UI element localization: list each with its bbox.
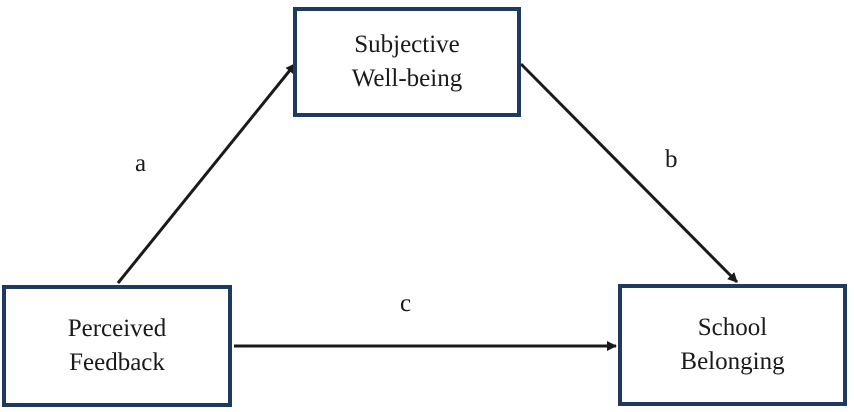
node-subjective-well-being: Subjective Well-being [293,7,521,117]
path-label-a: a [135,150,147,177]
node-label-line: Perceived [67,315,167,342]
node-label-line: Belonging [680,348,785,375]
path-label-c: c [400,290,412,317]
node-label-line: Subjective [354,31,460,58]
arrow-a [116,63,297,284]
path-label-b: b [665,146,678,173]
node-label-line: Well-being [351,65,463,92]
node-label-line: Feedback [69,349,165,376]
arrow-b [519,62,739,284]
node-school-belonging: School Belonging [618,284,847,406]
node-perceived-feedback: Perceived Feedback [2,285,232,407]
node-label-line: School [697,314,768,341]
